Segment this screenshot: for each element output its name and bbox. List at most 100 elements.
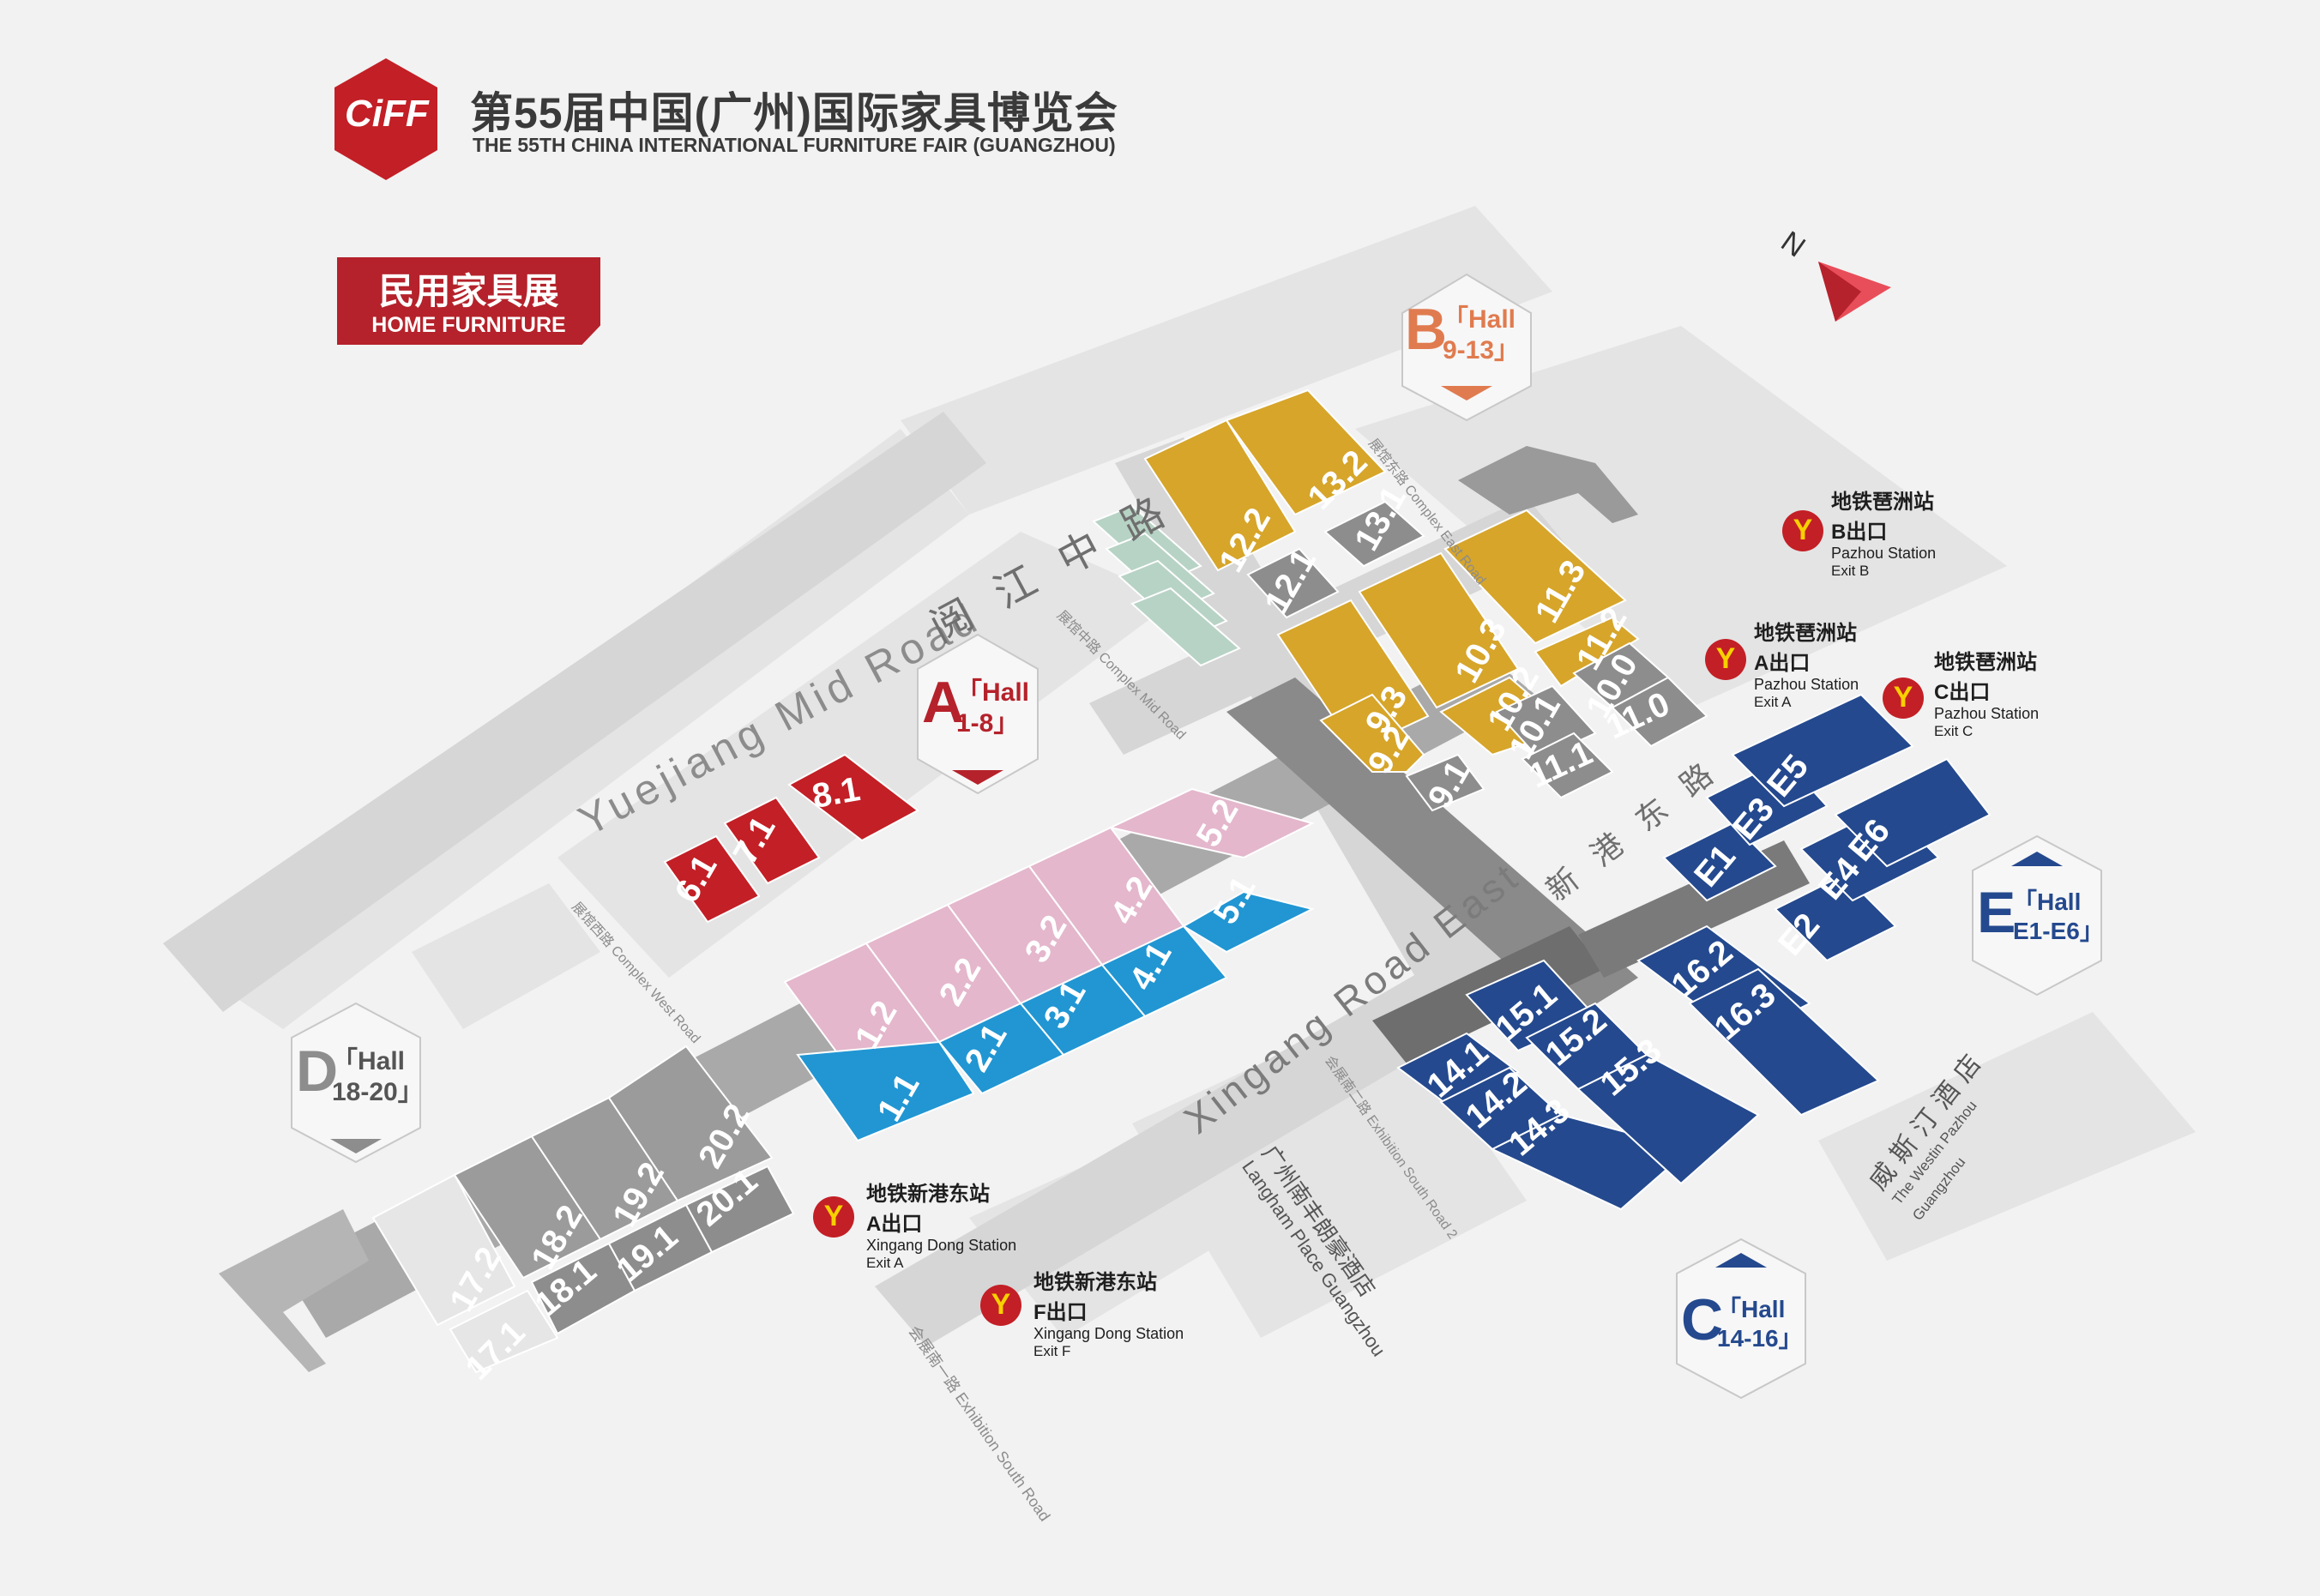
zone-e-hex: [1972, 834, 2102, 997]
cyan-halls: [796, 890, 1315, 1142]
zone-b-letter: B: [1405, 297, 1448, 362]
metro-pazhou-c[interactable]: 地铁琶洲站 C出口 Pazhou Station Exit C: [1934, 645, 2039, 740]
zone-e-halls: [1662, 693, 1992, 962]
hall-9-1: [1405, 753, 1485, 812]
metro-pazhou-b[interactable]: 地铁琶洲站 B出口 Pazhou Station Exit B: [1831, 485, 1936, 580]
zone-d-badge[interactable]: D 「Hall 18-20」: [296, 1038, 425, 1106]
metro-icon: Y: [813, 1196, 854, 1238]
zone-d-halls: [371, 1045, 795, 1374]
hall-11-2: [1534, 616, 1640, 688]
hall-5-2: [1107, 787, 1315, 859]
hall-16-3: [1688, 967, 1880, 1117]
metro-icon: Y: [980, 1285, 1021, 1326]
zone-c-halls: [1396, 924, 1880, 1211]
zone-c-badge[interactable]: C 「Hall 14-16」: [1681, 1286, 1810, 1353]
metro-name-en: Xingang Dong Station: [866, 1237, 1017, 1254]
hall-15-3: [1576, 1053, 1760, 1185]
hall-e6: [1834, 757, 1992, 868]
zone-e-label: 「Hall E1-E6」: [2013, 888, 2104, 944]
metro-name-en: Xingang Dong Station: [1033, 1325, 1184, 1342]
metro-exit-en: Exit F: [1033, 1343, 1071, 1359]
metro-icon: Y: [1782, 510, 1823, 551]
zone-a-hex: [917, 633, 1039, 795]
hall-7-1: [723, 796, 821, 885]
zone-badge-arrows: [330, 386, 2063, 1268]
hall-e5: [1731, 693, 1914, 808]
metro-name: 地铁新港东站: [866, 1183, 990, 1206]
zone-badges: [291, 273, 2102, 1400]
metro-name: 地铁琶洲站: [1754, 622, 1857, 645]
metro-name-en: Pazhou Station: [1934, 705, 2040, 722]
zone-a-letter: A: [922, 670, 965, 735]
hall-14-1: [1396, 1032, 1520, 1108]
hall-e2: [1774, 873, 1897, 962]
hall-10-0: [1521, 732, 1614, 799]
category-tag-cn: 民用家具展: [378, 271, 559, 311]
zone-a-label: 「Hall 1-8」: [956, 678, 1030, 738]
metro-name-en: Pazhou Station: [1831, 545, 1937, 562]
hall-11-3: [1443, 509, 1627, 645]
hall-17-2: [371, 1173, 516, 1327]
zone-a-red-halls: [663, 753, 919, 924]
hall-20-1: [684, 1165, 795, 1254]
metro-name: 地铁新港东站: [1033, 1271, 1157, 1294]
metro-exit-en: Exit B: [1831, 563, 1870, 579]
logo-text: CiFF: [345, 93, 429, 135]
zone-b-badge[interactable]: B 「Hall 9-13」: [1405, 296, 1534, 364]
fair-title-en: THE 55TH CHINA INTERNATIONAL FURNITURE F…: [473, 134, 1116, 156]
metro-exit: C出口: [1934, 681, 1991, 704]
hall-label-red[interactable]: 8.1: [809, 770, 864, 816]
metro-exit-en: Exit A: [866, 1255, 904, 1271]
hall-9-3: [1276, 599, 1430, 752]
zone-d-hex: [291, 1002, 421, 1164]
metro-exit: A出口: [1754, 652, 1811, 675]
zone-c-label: 「Hall 14-16」: [1717, 1296, 1803, 1352]
zone-b-label: 「Hall 9-13」: [1443, 305, 1521, 364]
metro-name: 地铁琶洲站: [1831, 491, 1934, 514]
metro-xingang-a[interactable]: 地铁新港东站 A出口 Xingang Dong Station Exit A: [866, 1177, 1016, 1272]
metro-exit-en: Exit A: [1754, 694, 1792, 710]
ciff-logo[interactable]: [334, 58, 437, 180]
zone-c-letter: C: [1681, 1287, 1724, 1352]
zone-b-hex: [1401, 273, 1532, 422]
metro-exit: F出口: [1033, 1301, 1088, 1324]
hall-4-1: [1100, 924, 1228, 1018]
pink-halls: [783, 787, 1315, 1082]
hall-12-2: [1143, 419, 1297, 572]
zone-d-letter: D: [296, 1039, 339, 1104]
hall-13-1: [1323, 500, 1425, 568]
gold-halls: [1143, 388, 1640, 773]
hall-9-2: [1319, 693, 1425, 773]
metro-icon: Y: [1705, 639, 1746, 680]
hall-8-1: [787, 753, 919, 842]
hall-1-1: [796, 1040, 975, 1142]
hall-6-1: [663, 834, 761, 924]
teal-steps: [1092, 504, 1241, 667]
zone-e-badge[interactable]: E 「Hall E1-E6」: [1977, 879, 2106, 946]
fair-title-cn: 第55届中国(广州)国际家具博览会: [470, 89, 1118, 137]
metro-xingang-f[interactable]: 地铁新港东站 F出口 Xingang Dong Station Exit F: [1033, 1265, 1184, 1360]
hall-10-3: [1358, 551, 1520, 709]
metro-icon: Y: [1883, 678, 1924, 719]
metro-exit: B出口: [1831, 521, 1888, 544]
gray-small-halls: [1246, 500, 1708, 812]
zone-d-label: 「Hall 18-20」: [332, 1047, 424, 1106]
zone-a-badge[interactable]: A 「Hall 1-8」: [922, 669, 1051, 738]
hall-12-1: [1246, 547, 1340, 619]
hall-11-0: [1611, 676, 1708, 748]
zone-c-hex: [1676, 1238, 1806, 1400]
compass: [1818, 262, 1891, 322]
metro-name-en: Pazhou Station: [1754, 676, 1859, 693]
metro-exit-en: Exit C: [1934, 723, 1974, 739]
metro-name: 地铁琶洲站: [1934, 651, 2037, 674]
zone-e-letter: E: [1977, 880, 2016, 945]
metro-exit: A出口: [866, 1213, 923, 1236]
hall-5-1: [1182, 890, 1315, 954]
hall-20-2: [607, 1045, 774, 1202]
metro-pazhou-a[interactable]: 地铁琶洲站 A出口 Pazhou Station Exit A: [1754, 616, 1859, 711]
category-tag-en: HOME FURNITURE: [371, 313, 566, 337]
hall-17-1: [449, 1289, 559, 1374]
hall-13-2: [1225, 388, 1387, 516]
category-tag: 民用家具展 HOME FURNITURE: [337, 257, 600, 345]
